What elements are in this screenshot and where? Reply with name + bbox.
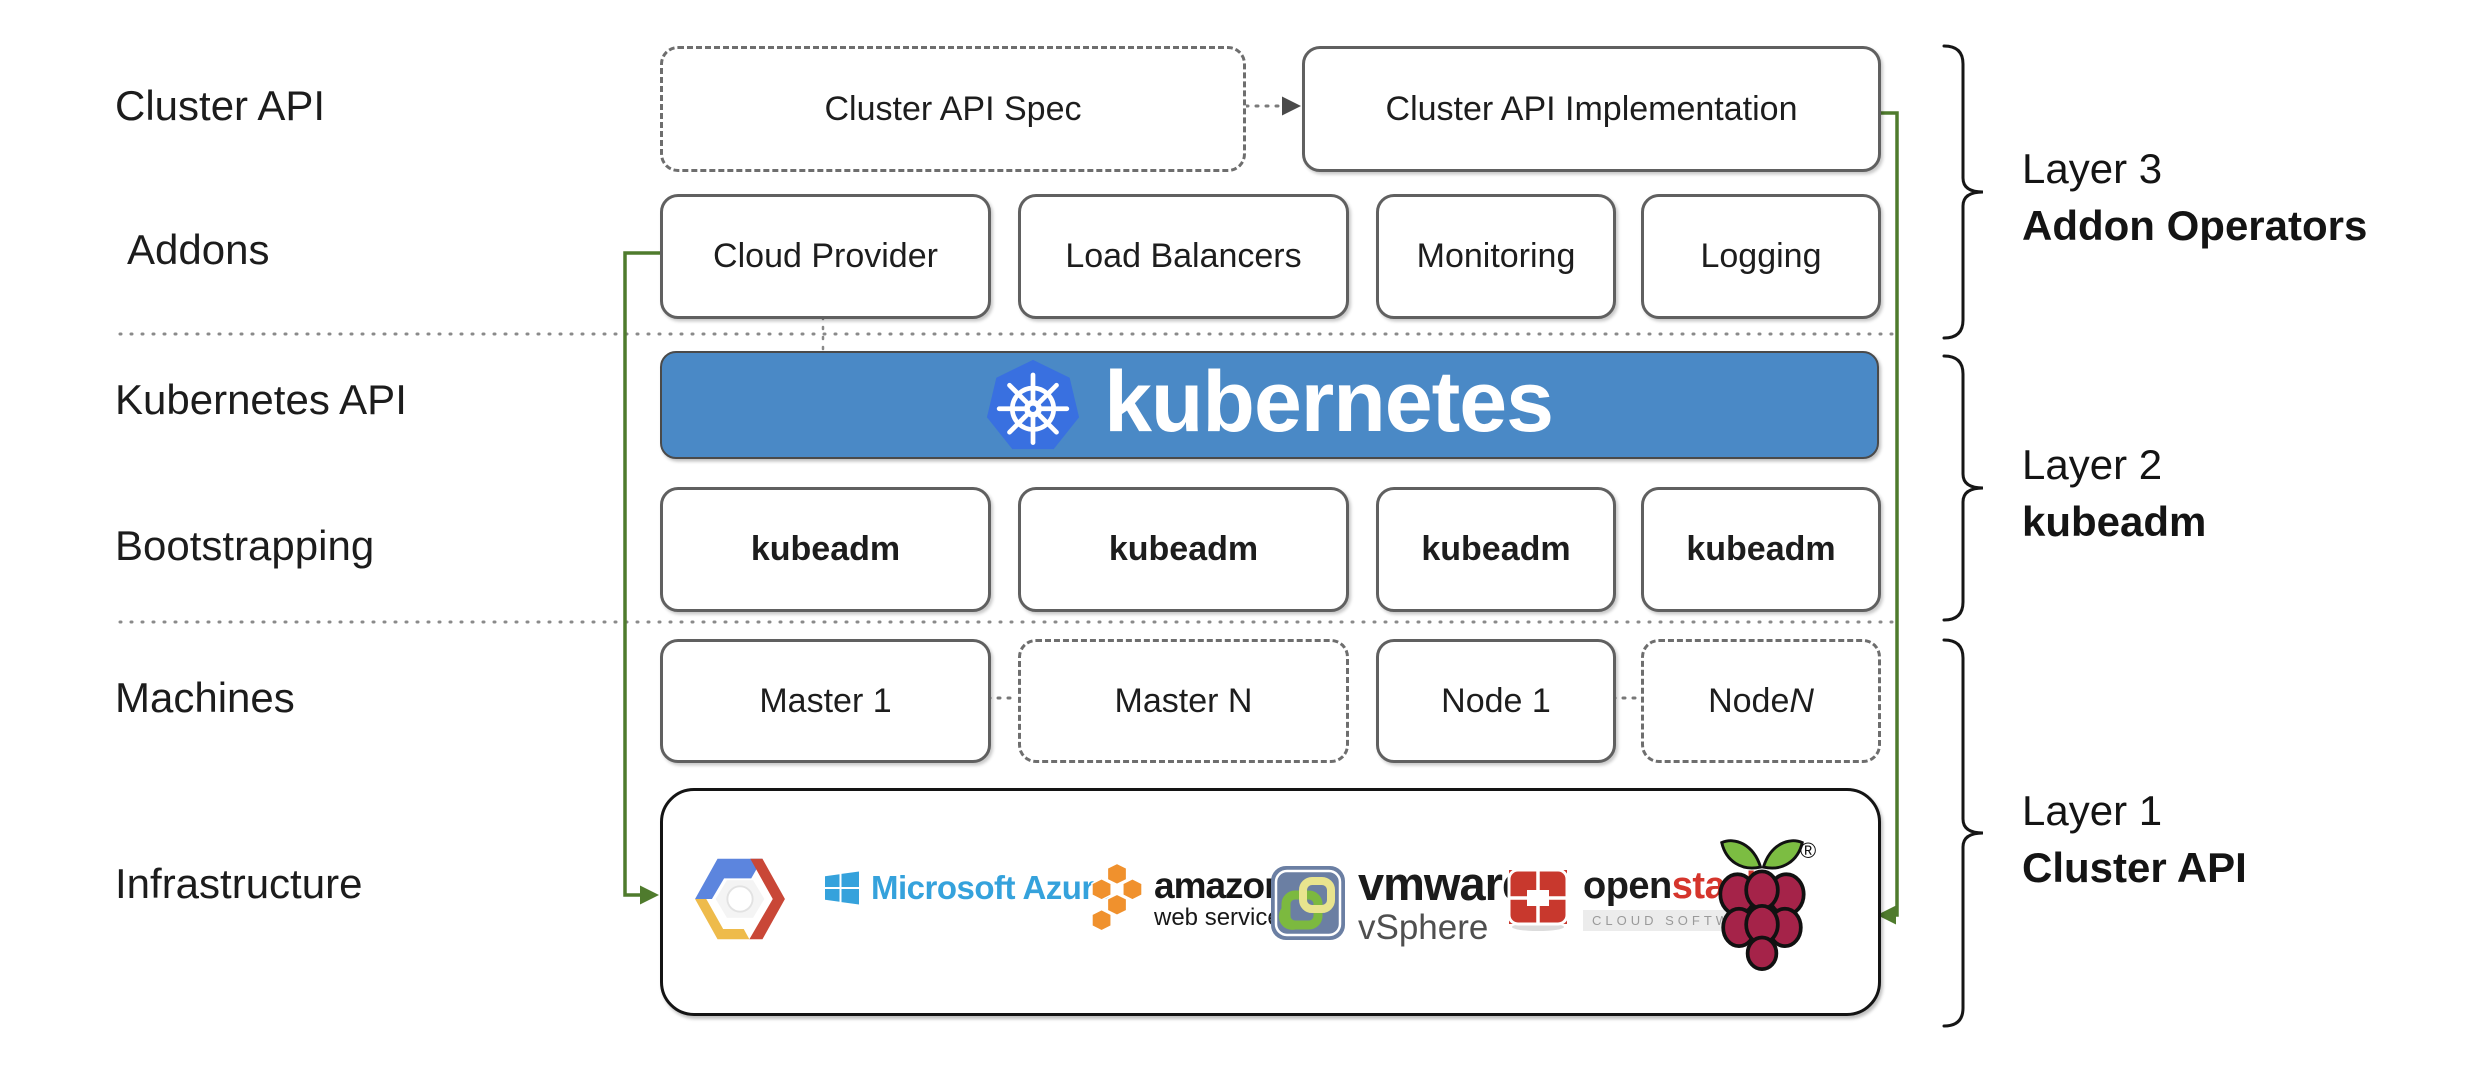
cloud-provider-box: Cloud Provider: [660, 194, 991, 319]
aws-subtitle: web services: [1154, 903, 1293, 931]
layer2-annotation: Layer 2 kubeadm: [2022, 436, 2206, 550]
spec-to-implementation-arrowhead: [1282, 96, 1301, 116]
vmware-vsphere-logo: vmware® vSphere: [1270, 857, 1537, 947]
azure-wordmark: Microsoft Azure: [871, 869, 1112, 906]
row-label-kubernetes-api: Kubernetes API: [115, 376, 407, 423]
cluster-api-implementation-label: Cluster API Implementation: [1385, 89, 1798, 128]
node-1-box: Node 1: [1376, 639, 1616, 763]
node-1-label: Node 1: [1441, 681, 1551, 720]
layer3-title: Layer 3: [2022, 145, 2163, 192]
cluster-api-spec-box: Cluster API Spec: [660, 46, 1246, 172]
brace-layer2: [1942, 354, 1984, 622]
raspberry-pi-logo: [1716, 832, 1808, 974]
row-label-infrastructure: Infrastructure: [115, 860, 363, 907]
logging-label: Logging: [1700, 237, 1822, 275]
layer1-subtitle: Cluster API: [2022, 844, 2247, 891]
logging-box: Logging: [1641, 194, 1881, 319]
kubernetes-helm-icon: [987, 359, 1080, 450]
kubeadm-box-1: kubeadm: [660, 487, 991, 612]
kubeadm-label: kubeadm: [750, 530, 901, 568]
layer3-annotation: Layer 3 Addon Operators: [2022, 140, 2367, 254]
infrastructure-box: [660, 788, 1881, 1016]
raspberry-pi-registered-mark: ®: [1800, 838, 1817, 863]
aws-wordmark: amazon: [1154, 864, 1287, 906]
kubeadm-box-2: kubeadm: [1018, 487, 1349, 612]
row-label-machines: Machines: [115, 674, 295, 721]
brace-layer3: [1942, 44, 1984, 340]
master-n-label: Master N: [1114, 681, 1253, 720]
kubernetes-wordmark: kubernetes: [1104, 354, 1554, 450]
master-1-box: Master 1: [660, 639, 991, 763]
kubeadm-box-4: kubeadm: [1641, 487, 1881, 612]
load-balancers-label: Load Balancers: [1065, 237, 1302, 275]
row-label-addons: Addons: [127, 226, 270, 273]
cluster-api-implementation-box: Cluster API Implementation: [1302, 46, 1881, 172]
kubeadm-label: kubeadm: [1108, 530, 1259, 568]
openstack-icon: [1507, 868, 1569, 931]
microsoft-azure-logo: Microsoft Azure: [825, 869, 1112, 907]
layer2-subtitle: kubeadm: [2022, 498, 2207, 545]
google-cloud-hexagon-icon: [695, 858, 785, 940]
aws-logo: amazon web services: [1090, 862, 1293, 934]
kubernetes-banner: kubernetes: [660, 351, 1879, 459]
google-cloud-logo: [693, 855, 787, 943]
layer3-subtitle: Addon Operators: [2022, 202, 2368, 249]
node-n-label: Node: [1708, 681, 1790, 720]
layer2-title: Layer 2: [2022, 441, 2163, 488]
monitoring-label: Monitoring: [1416, 237, 1576, 275]
node-n-variable: N: [1789, 681, 1814, 720]
node-n-box: Node N: [1641, 639, 1881, 763]
green-connector-left: [623, 251, 660, 897]
layer1-annotation: Layer 1 Cluster API: [2022, 782, 2247, 896]
aws-cubes-icon: [1091, 862, 1143, 932]
kubeadm-label: kubeadm: [1421, 530, 1571, 568]
windows-flag-icon: [825, 871, 859, 905]
load-balancers-box: Load Balancers: [1018, 194, 1349, 319]
brace-layer1: [1942, 638, 1984, 1028]
monitoring-box: Monitoring: [1376, 194, 1616, 319]
kubeadm-label: kubeadm: [1686, 530, 1836, 568]
row-label-bootstrapping: Bootstrapping: [115, 522, 375, 569]
master-n-box: Master N: [1018, 639, 1349, 763]
green-arrowhead-left: [640, 885, 659, 905]
layer1-title: Layer 1: [2022, 787, 2163, 834]
row-label-cluster-api: Cluster API: [115, 82, 326, 129]
openstack-word-open: open: [1583, 865, 1672, 907]
cluster-api-spec-label: Cluster API Spec: [824, 89, 1082, 128]
vsphere-icon: [1271, 865, 1345, 940]
vmware-wordmark: vmware: [1358, 857, 1528, 910]
cloud-provider-label: Cloud Provider: [713, 237, 938, 275]
master-1-label: Master 1: [759, 681, 892, 720]
raspberry-pi-icon: [1718, 839, 1806, 971]
vsphere-wordmark: vSphere: [1358, 908, 1489, 947]
kubeadm-box-3: kubeadm: [1376, 487, 1616, 612]
